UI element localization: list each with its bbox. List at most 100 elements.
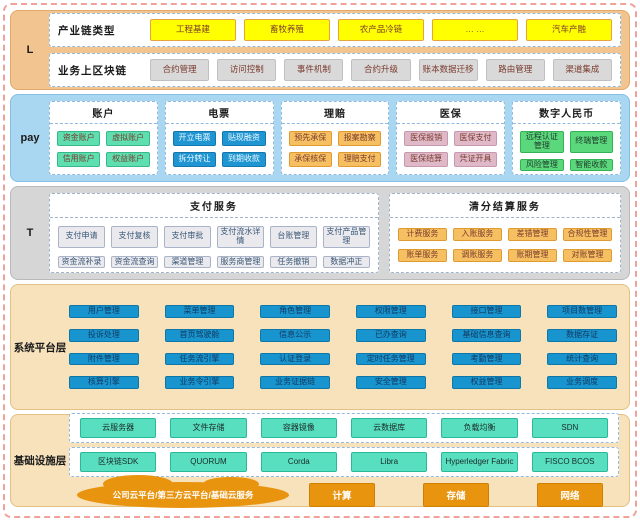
blockchain-feature-box: 账本数据迁移	[418, 59, 478, 81]
cloud-resource-box: 文件存储	[170, 418, 247, 438]
layer-platform-label: 系统平台层	[13, 341, 67, 354]
clearing-service-boxes: 计费服务入账服务差错管理合规性管理账单服务调账服务账期管理对账管理	[390, 218, 620, 272]
cloud-resource-box: 云服务器	[80, 418, 157, 438]
payment-service-box: 渠道管理	[163, 255, 211, 269]
blockchain-feature-title: 业务上区块链	[58, 64, 127, 77]
pay-group-ecny: 数字人民币 远程认证管理终端管理风险管理智能收款	[512, 101, 621, 175]
industry-chain-title: 产业链类型	[58, 24, 116, 37]
payment-services-title: 支付服务	[50, 194, 378, 218]
platform-module-boxes: 用户管理菜单管理角色管理权限管理接口管理项目数管理投诉处理首页驾驶舱信息公示已办…	[69, 285, 629, 409]
platform-module-box: 业务令引擎	[164, 376, 235, 390]
claims-box: 理赔支付	[337, 152, 382, 167]
medicare-box: 医保结算	[404, 152, 448, 167]
cloud-resource-box: 负载均衡	[441, 418, 518, 438]
medicare-box: 凭证开具	[453, 152, 498, 167]
blockchain-feature-box: 事件机制	[284, 59, 344, 81]
clearing-service-box: 账期管理	[507, 249, 557, 262]
payment-service-box: 服务商管理	[216, 255, 264, 269]
claims-box: 承保核保	[288, 152, 332, 167]
resource-box: 网络	[537, 483, 603, 507]
blockchain-feature-panel: 业务上区块链 合约管理访问控制事件机制合约升级账本数据迁移路由管理渠道集成	[49, 53, 621, 87]
ecny-box: 智能收款	[569, 158, 613, 172]
claims-box: 预先承保	[288, 131, 332, 146]
payment-service-box: 资金流查询	[110, 255, 158, 269]
payment-service-box: 支付申请	[58, 226, 105, 248]
ecny-box: 远程认证管理	[520, 131, 564, 153]
clearing-service-box: 调账服务	[452, 249, 502, 262]
cloud-resource-box: 云数据库	[350, 418, 428, 438]
blockchain-platform-box: 区块链SDK	[80, 452, 157, 472]
claims-group-title: 理赔	[281, 102, 389, 124]
medicare-boxes: 医保报销医保支付医保结算凭证开具	[397, 124, 504, 174]
architecture-diagram: L 产业链类型 工程基建畜牧养殖农产品冷链… …汽车产融 业务上区块链 合约管理…	[3, 3, 637, 518]
cloud-platform-label: 公司云平台/第三方云平台/基础云服务	[112, 490, 254, 500]
ebill-box: 拆分转让	[172, 152, 217, 167]
layer-t: T 支付服务 支付申请支付复核支付审批支付流水详情台账管理支付产品管理资金流补录…	[10, 186, 630, 280]
blockchain-platform-box: QUORUM	[170, 452, 247, 472]
platform-module-box: 接口管理	[451, 304, 522, 318]
layer-l: L 产业链类型 工程基建畜牧养殖农产品冷链… …汽车产融 业务上区块链 合约管理…	[10, 10, 630, 90]
layer-t-label: T	[26, 227, 34, 239]
payment-service-box: 支付流水详情	[216, 226, 264, 248]
medicare-box: 医保支付	[453, 131, 498, 146]
ecny-group-title: 数字人民币	[513, 102, 620, 124]
payment-service-box: 支付产品管理	[322, 226, 370, 248]
account-group-title: 账户	[50, 102, 157, 124]
layer-platform: 系统平台层 用户管理菜单管理角色管理权限管理接口管理项目数管理投诉处理首页驾驶舱…	[10, 284, 630, 410]
platform-module-box: 角色管理	[260, 304, 330, 318]
platform-module-box: 用户管理	[69, 304, 139, 318]
blockchain-feature-box: 合约管理	[150, 59, 210, 81]
pay-group-claims: 理赔 预先承保报案勘察承保核保理赔支付	[280, 101, 390, 175]
ecny-boxes: 远程认证管理终端管理风险管理智能收款	[513, 124, 620, 178]
pay-group-account: 账户 资金账户虚拟账户信用账户权益账户	[49, 101, 158, 175]
cloud-resource-box: SDN	[531, 418, 608, 438]
payment-service-box: 任务撤销	[269, 255, 317, 269]
resource-box: 计算	[309, 483, 375, 507]
pay-group-ebill: 电票 开立电票贴现融资拆分转让到期收款	[164, 101, 274, 175]
blockchain-platform-box: Libra	[350, 452, 428, 472]
industry-chain-boxes: 工程基建畜牧养殖农产品冷链… …汽车产融	[150, 19, 612, 41]
claims-box: 报案勘察	[337, 131, 382, 146]
payment-services-group: 支付服务 支付申请支付复核支付审批支付流水详情台账管理支付产品管理资金流补录资金…	[49, 193, 379, 273]
industry-chain-box: 汽车产融	[526, 19, 612, 41]
platform-module-box: 统计查询	[547, 352, 617, 366]
clearing-service-box: 合规性管理	[562, 228, 612, 241]
blockchain-feature-box: 访问控制	[217, 59, 277, 81]
ebill-box: 贴现融资	[222, 131, 266, 146]
platform-module-box: 考勤管理	[451, 352, 522, 366]
platform-module-box: 数据存证	[547, 328, 617, 342]
industry-chain-panel: 产业链类型 工程基建畜牧养殖农产品冷链… …汽车产融	[49, 13, 621, 47]
payment-service-box: 台账管理	[269, 226, 317, 248]
account-box: 权益账户	[106, 152, 150, 167]
ecny-box: 终端管理	[569, 131, 613, 153]
account-boxes: 资金账户虚拟账户信用账户权益账户	[50, 124, 157, 174]
platform-module-box: 基础信息查询	[451, 328, 522, 342]
platform-module-box: 安全管理	[355, 376, 426, 390]
resource-box: 存储	[423, 483, 489, 507]
platform-module-box: 附件管理	[69, 352, 139, 366]
resource-boxes: 计算 存储 网络	[309, 483, 603, 507]
platform-module-box: 首页驾驶舱	[164, 328, 235, 342]
platform-module-box: 业务调度	[547, 376, 617, 390]
blockchain-platform-box: FISCO BCOS	[531, 452, 608, 472]
payment-service-boxes: 支付申请支付复核支付审批支付流水详情台账管理支付产品管理资金流补录资金流查询渠道…	[50, 218, 378, 276]
platform-module-box: 定时任务管理	[355, 352, 426, 366]
ebill-boxes: 开立电票贴现融资拆分转让到期收款	[166, 124, 273, 174]
cloud-resource-box: 容器镜像	[260, 418, 337, 438]
layer-pay-label: pay	[20, 132, 40, 144]
ecny-box: 风险管理	[520, 158, 564, 172]
medicare-group-title: 医保	[397, 102, 505, 124]
blockchain-feature-box: 合约升级	[351, 59, 411, 81]
platform-module-box: 任务流引擎	[164, 352, 235, 366]
platform-module-box: 已办查询	[355, 328, 426, 342]
platform-module-box: 投诉处理	[69, 328, 139, 342]
pay-group-medicare: 医保 医保报销医保支付医保结算凭证开具	[396, 101, 506, 175]
cloud-resource-boxes: 云服务器文件存储容器镜像云数据库负载均衡 SDN	[69, 413, 619, 443]
platform-module-box: 业务证据链	[260, 376, 330, 390]
platform-module-box: 认证登录	[260, 352, 330, 366]
clearing-service-box: 计费服务	[397, 228, 447, 241]
clearing-service-box: 对账管理	[562, 249, 612, 262]
payment-service-box: 支付审批	[163, 226, 211, 248]
account-box: 虚拟账户	[106, 131, 150, 146]
